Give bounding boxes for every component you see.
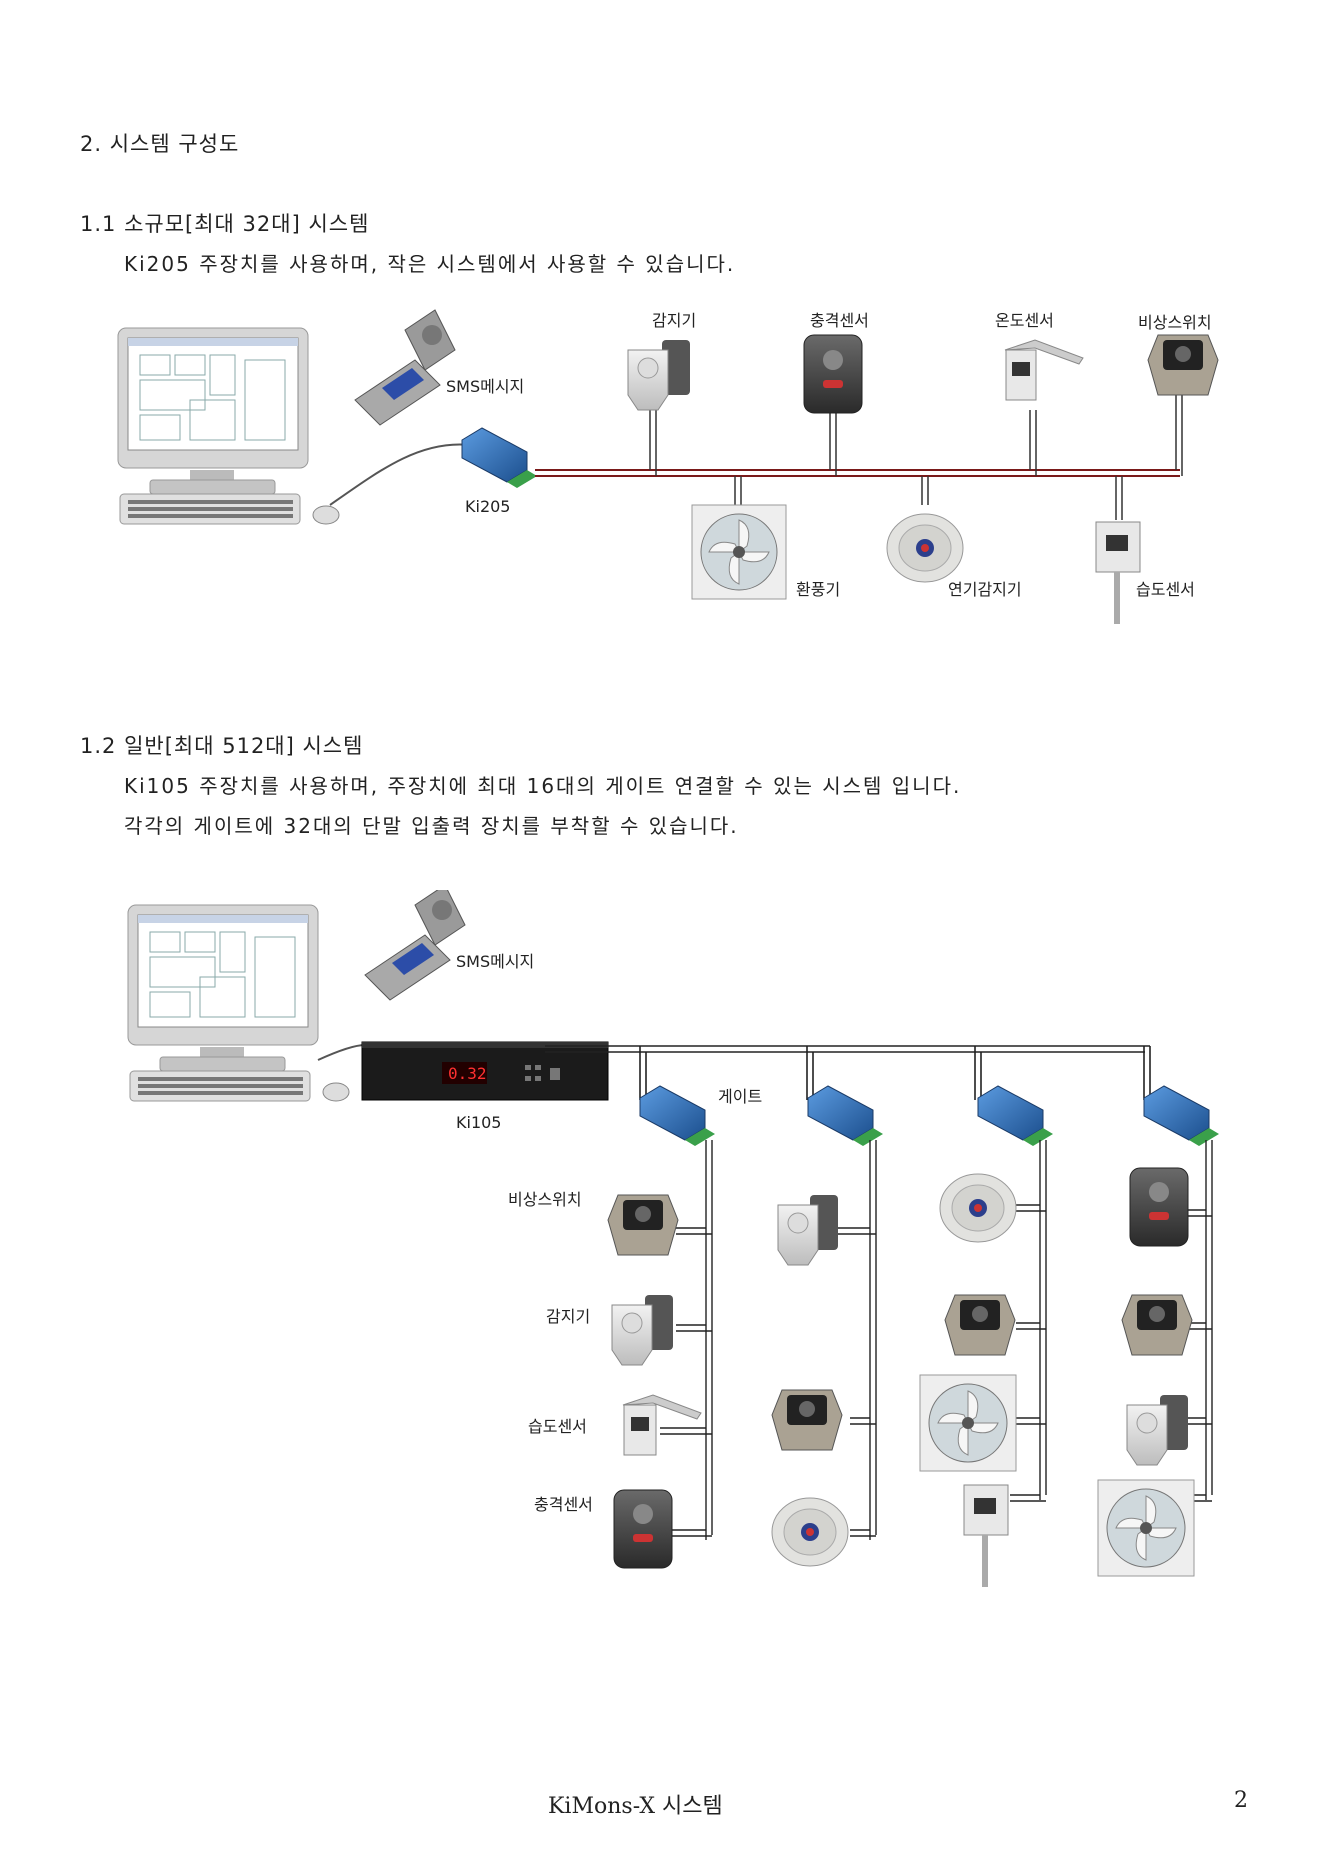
- gate-module-4: [1143, 1085, 1219, 1146]
- gate-label: 게이트: [718, 1087, 762, 1106]
- emergency-switch-icon: [771, 1389, 843, 1451]
- sms-label: SMS메시지: [456, 952, 534, 971]
- ventilation-fan-icon: [1097, 1479, 1195, 1577]
- motion-label: 감지기: [546, 1307, 590, 1326]
- small-system-description: Ki205 주장치를 사용하며, 작은 시스템에서 사용할 수 있습니다.: [124, 252, 736, 276]
- page-number: 2: [1234, 1788, 1248, 1813]
- fan-label: 환풍기: [796, 580, 840, 599]
- computer-monitor: [117, 327, 340, 525]
- shock-sensor-icon: [1129, 1167, 1189, 1247]
- general-system-heading: 1.2 일반[최대 512대] 시스템: [80, 734, 364, 758]
- general-system-diagram: SMS메시지 0.32 Ki105 게이트: [127, 890, 1219, 1587]
- small-system-heading: 1.1 소규모[최대 32대] 시스템: [80, 212, 370, 236]
- section-heading: 2. 시스템 구성도: [80, 132, 240, 156]
- emergency-switch-icon: [944, 1294, 1016, 1356]
- shock-label: 충격센서: [810, 311, 869, 330]
- svg-text:0.32: 0.32: [448, 1064, 487, 1083]
- gate-module-2: [807, 1085, 883, 1146]
- shock-sensor-icon: [803, 334, 863, 414]
- footer-title: KiMons-X 시스템: [548, 1794, 723, 1819]
- shock-label: 충격센서: [534, 1495, 593, 1514]
- emergency-switch-icon: [1147, 334, 1219, 396]
- emergency-switch-icon: [607, 1194, 679, 1256]
- general-system-description-1: Ki105 주장치를 사용하며, 주장치에 최대 16대의 게이트 연결할 수 …: [124, 774, 962, 798]
- humidity-label: 습도센서: [528, 1417, 587, 1436]
- humidity-label: 습도센서: [1136, 580, 1195, 599]
- small-system-diagram: SMS메시지 Ki205 감지기 충격센서 온도센서: [117, 309, 1219, 624]
- temperature-sensor-icon: [1004, 339, 1084, 401]
- humidity-sensor-icon: [622, 1394, 702, 1456]
- humidity-sensor-icon: [1095, 521, 1141, 624]
- smoke-label: 연기감지기: [948, 580, 1022, 599]
- smoke-detector-icon: [886, 513, 964, 583]
- mobile-phone-icon: [354, 309, 456, 426]
- emergency-label: 비상스위치: [1138, 313, 1212, 332]
- ki105-label: Ki105: [456, 1113, 501, 1132]
- ventilation-fan-icon: [691, 504, 787, 600]
- gate-module-1: [639, 1085, 715, 1146]
- shock-sensor-icon: [613, 1489, 673, 1569]
- gate-module-3: [977, 1085, 1053, 1146]
- ki205-module: [461, 427, 537, 488]
- motion-detector-icon: [1126, 1395, 1188, 1466]
- ventilation-fan-icon: [919, 1374, 1017, 1472]
- motion-detector-icon: [777, 1195, 838, 1266]
- motion-detector-icon: [611, 1295, 673, 1366]
- ki205-label: Ki205: [465, 497, 510, 516]
- emergency-label: 비상스위치: [508, 1190, 582, 1209]
- sms-label: SMS메시지: [446, 377, 524, 396]
- emergency-switch-icon: [1121, 1294, 1193, 1356]
- computer-monitor: [127, 904, 350, 1102]
- humidity-sensor-icon: [963, 1484, 1009, 1587]
- smoke-detector-icon: [771, 1497, 849, 1567]
- ki105-rack-unit: 0.32: [361, 1041, 609, 1101]
- mobile-phone-icon: [364, 890, 466, 1001]
- smoke-detector-icon: [939, 1173, 1017, 1243]
- motion-detector-icon: [627, 340, 690, 411]
- motion-label: 감지기: [652, 311, 696, 330]
- general-system-description-2: 각각의 게이트에 32대의 단말 입출력 장치를 부착할 수 있습니다.: [124, 814, 739, 838]
- temp-label: 온도센서: [995, 311, 1054, 330]
